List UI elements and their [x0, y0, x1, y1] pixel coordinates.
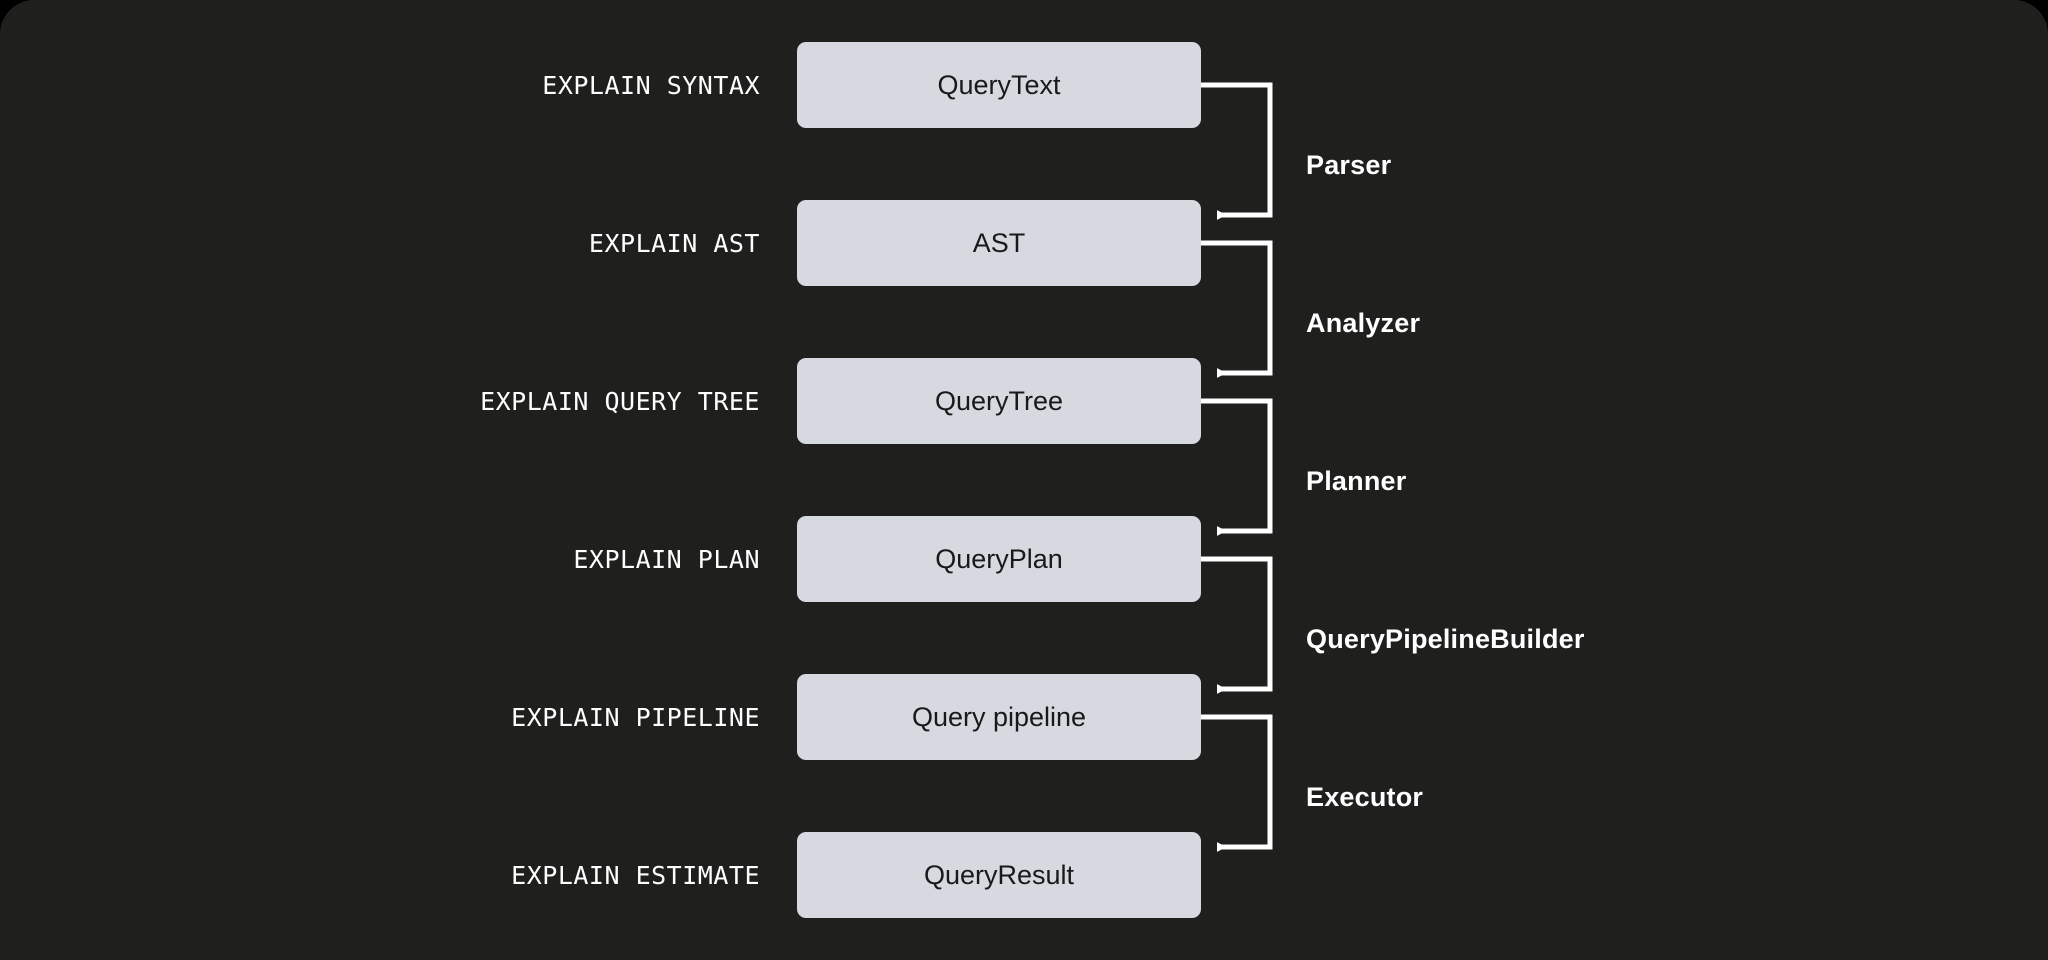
explain-label-ast: EXPLAIN AST — [588, 228, 760, 258]
pipeline-row: EXPLAIN SYNTAX QueryText — [0, 42, 2048, 128]
pipeline-row: EXPLAIN PIPELINE Query pipeline — [0, 674, 2048, 760]
node-box-ast[interactable]: AST — [797, 200, 1201, 286]
pipeline-row: EXPLAIN AST AST — [0, 200, 2048, 286]
explain-label-plan: EXPLAIN PLAN — [573, 544, 760, 574]
pipeline-row: EXPLAIN PLAN QueryPlan — [0, 516, 2048, 602]
explain-label-pipeline: EXPLAIN PIPELINE — [511, 702, 760, 732]
component-label-analyzer: Analyzer — [1306, 308, 1421, 338]
component-label-parser: Parser — [1306, 150, 1392, 180]
component-label-querypipelinebuilder: QueryPipelineBuilder — [1306, 624, 1585, 654]
explain-label-estimate: EXPLAIN ESTIMATE — [511, 860, 760, 890]
node-box-queryresult[interactable]: QueryResult — [797, 832, 1201, 918]
node-box-querytree[interactable]: QueryTree — [797, 358, 1201, 444]
component-label-executor: Executor — [1306, 782, 1424, 812]
node-box-query-pipeline[interactable]: Query pipeline — [797, 674, 1201, 760]
explain-label-syntax: EXPLAIN SYNTAX — [542, 70, 760, 100]
explain-label-query-tree: EXPLAIN QUERY TREE — [480, 386, 760, 416]
node-box-queryplan[interactable]: QueryPlan — [797, 516, 1201, 602]
node-box-querytext[interactable]: QueryText — [797, 42, 1201, 128]
component-label-planner: Planner — [1306, 466, 1407, 496]
pipeline-row: EXPLAIN QUERY TREE QueryTree — [0, 358, 2048, 444]
pipeline-row: EXPLAIN ESTIMATE QueryResult — [0, 832, 2048, 918]
